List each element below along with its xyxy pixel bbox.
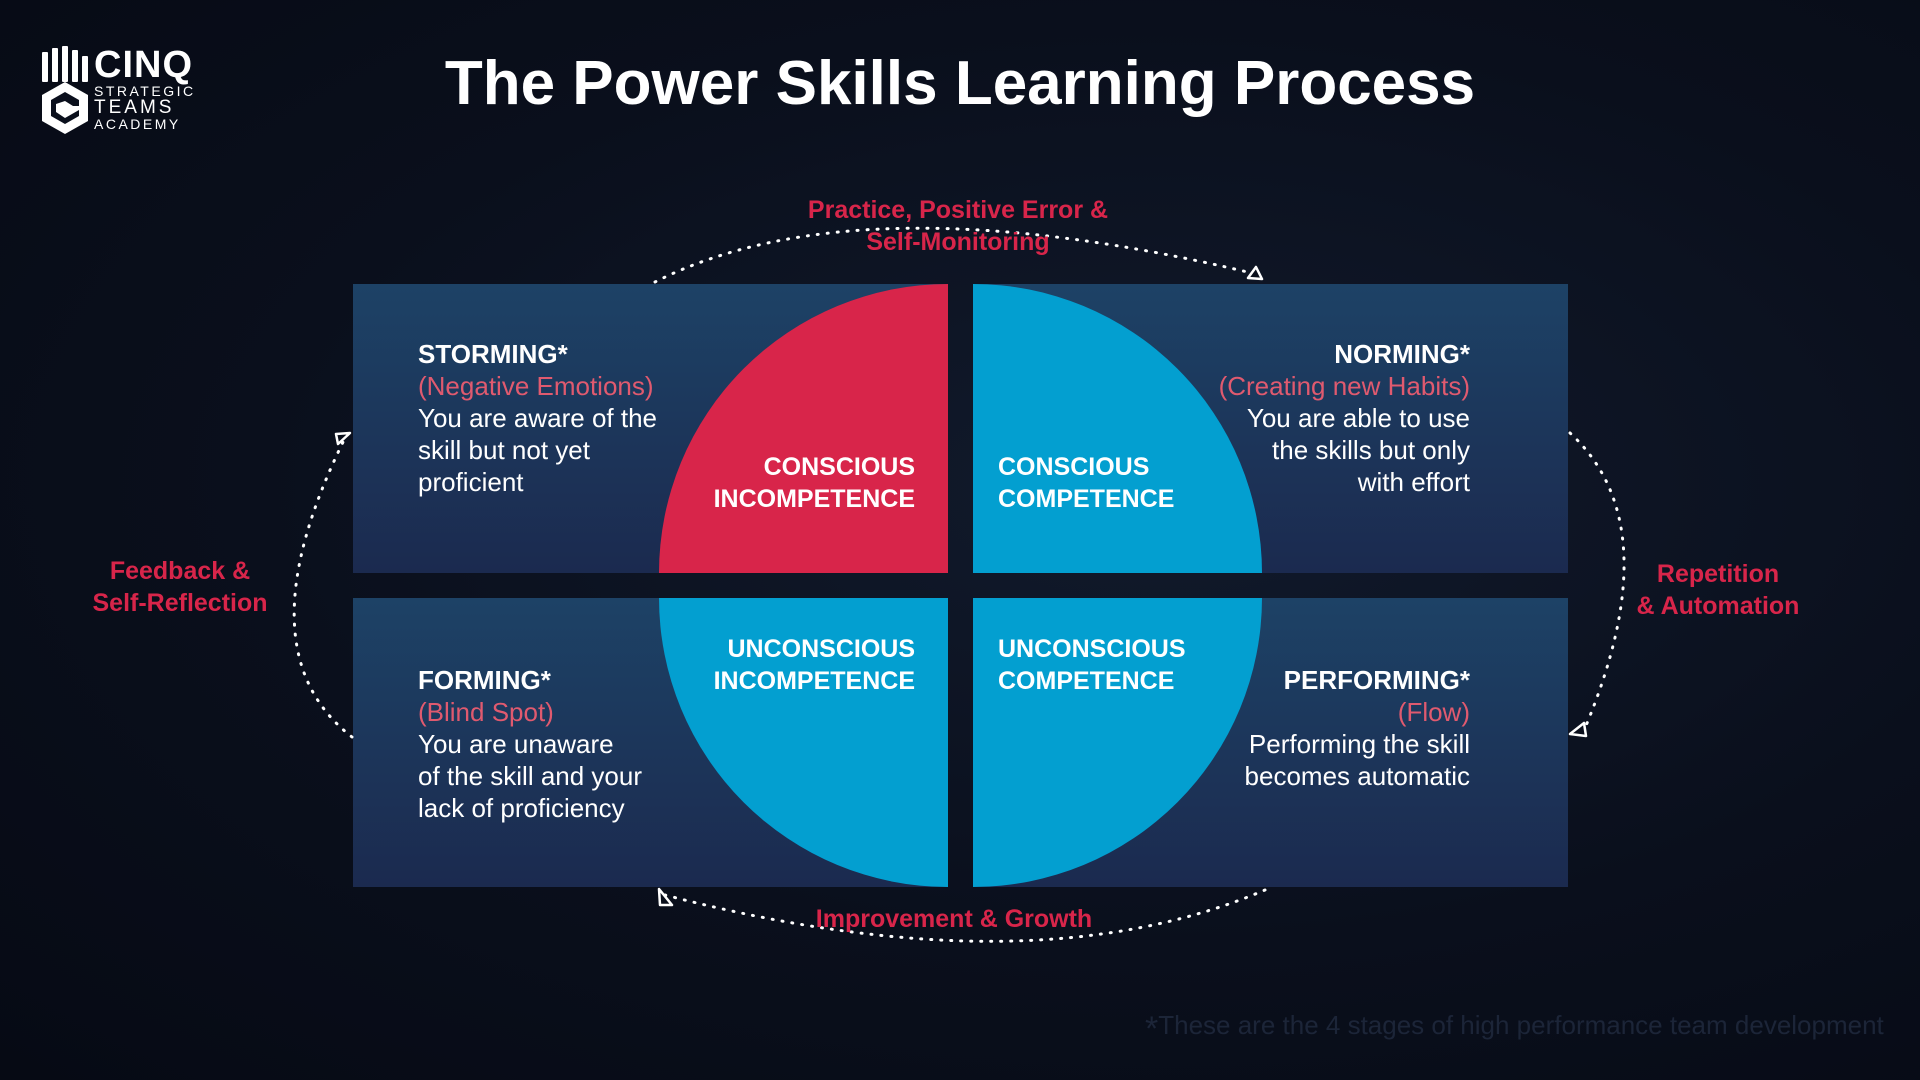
stage-forming: FORMING* (Blind Spot) You are unaware of…	[418, 664, 718, 824]
flow-label-bottom: Improvement & Growth	[815, 905, 1093, 933]
stage-name: PERFORMING*	[1283, 665, 1470, 695]
quarter-unconscious-competence	[973, 598, 1262, 887]
flow-arrow-bottom	[663, 888, 1267, 943]
flow-label-left: Feedback & Self-Reflection	[92, 557, 268, 617]
arrowhead-top-icon	[1246, 265, 1264, 281]
stage-storming: STORMING* (Negative Emotions) You are aw…	[418, 338, 718, 498]
stage-name: STORMING*	[418, 339, 568, 369]
logo-mark-icon	[42, 46, 88, 134]
page-title: The Power Skills Learning Process	[444, 49, 1476, 118]
stage-performing: PERFORMING* (Flow) Performing the skill …	[1170, 664, 1470, 792]
arrowhead-left-icon	[334, 431, 352, 446]
label-conscious-incompetence: CONSCIOUS INCOMPETENCE	[713, 453, 915, 513]
label-unconscious-incompetence: UNCONSCIOUS INCOMPETENCE	[713, 635, 915, 695]
label-unconscious-competence: UNCONSCIOUS COMPETENCE	[998, 635, 1186, 695]
footnote-star: *	[1145, 1010, 1159, 1048]
flow-arrow-top	[653, 226, 1262, 284]
flow-arrow-right	[1568, 431, 1626, 730]
stage-subtitle: (Negative Emotions)	[418, 371, 654, 401]
logo-name: CINQ	[94, 44, 193, 86]
quarter-unconscious-incompetence	[659, 598, 948, 887]
quarter-conscious-incompetence	[659, 284, 948, 573]
quarter-conscious-competence	[973, 284, 1262, 573]
flow-arrow-left	[292, 436, 354, 739]
logo-line-3: ACADEMY	[94, 116, 181, 132]
stage-norming: NORMING* (Creating new Habits) You are a…	[1170, 338, 1470, 498]
flow-label-top: Practice, Positive Error & Self-Monitori…	[807, 196, 1109, 256]
stage-subtitle: (Blind Spot)	[418, 697, 554, 727]
stage-name: FORMING*	[418, 665, 551, 695]
arrowhead-bottom-icon	[657, 887, 674, 907]
flow-label-right: Repetition & Automation	[1636, 560, 1800, 620]
footnote: *These are the 4 stages of high performa…	[1145, 1010, 1884, 1049]
arrowhead-right-icon	[1568, 721, 1588, 738]
logo-line-2: TEAMS	[94, 97, 175, 118]
stage-name: NORMING*	[1334, 339, 1470, 369]
label-conscious-competence: CONSCIOUS COMPETENCE	[998, 453, 1175, 513]
stage-subtitle: (Flow)	[1397, 697, 1470, 727]
logo-line-1: STRATEGIC	[94, 83, 196, 99]
stage-subtitle: (Creating new Habits)	[1218, 371, 1470, 401]
logo-text: CINQ STRATEGIC TEAMS ACADEMY	[94, 46, 196, 132]
footnote-text: These are the 4 stages of high performan…	[1158, 1010, 1884, 1040]
